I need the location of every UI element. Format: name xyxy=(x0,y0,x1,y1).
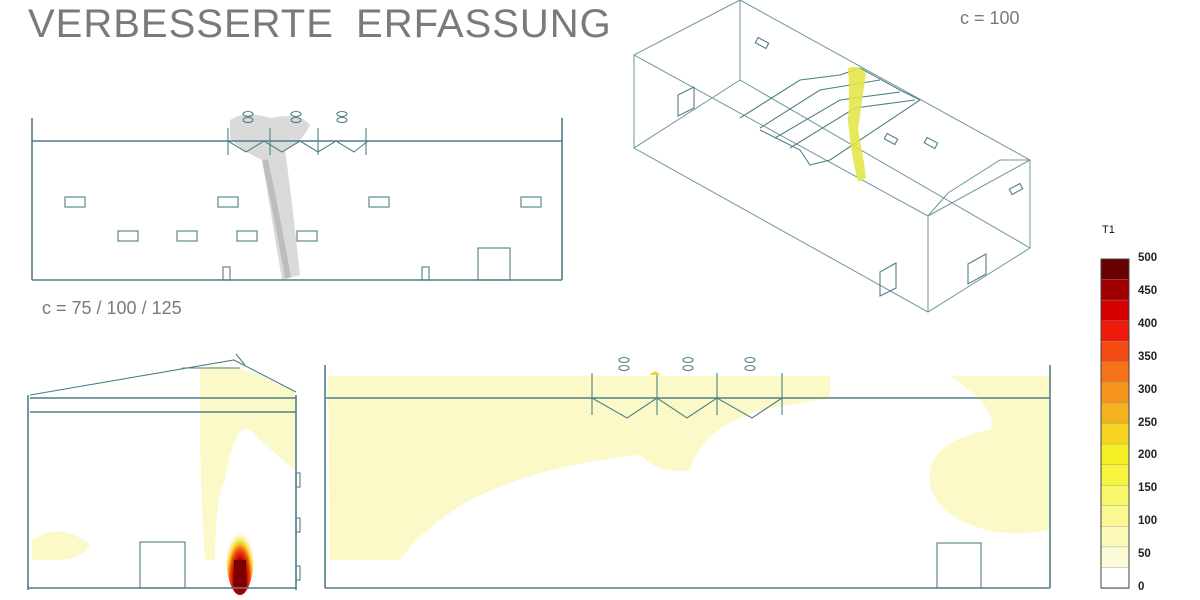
colorbar-swatch xyxy=(1100,505,1130,528)
colorbar-swatch xyxy=(1100,484,1130,507)
colorbar-swatch xyxy=(1100,443,1130,466)
colorbar-swatch xyxy=(1100,299,1130,322)
colorbar-swatch xyxy=(1100,382,1130,404)
colorbar-tick-label: 100 xyxy=(1138,515,1158,528)
smoke-plume-yellow xyxy=(848,66,866,182)
colorbar-tick-label: 500 xyxy=(1138,252,1158,264)
colorbar-swatch xyxy=(1100,464,1130,486)
label-middle: c = 75 / 100 / 125 xyxy=(42,298,182,318)
colorbar-swatch xyxy=(1100,258,1130,281)
colorbar-tick-label: 50 xyxy=(1138,548,1151,561)
colorbar-tick-label: 250 xyxy=(1138,416,1158,429)
colorbar-swatch xyxy=(1100,526,1130,548)
smoke-plume-gray xyxy=(230,114,310,280)
colorbar-title: T1 xyxy=(1102,224,1115,236)
colorbar-swatch xyxy=(1100,402,1130,425)
page-title: VERBESSERTE ERFASSUNG xyxy=(28,2,612,46)
colorbar-swatch xyxy=(1100,567,1130,589)
label-top-right: c = 100 xyxy=(960,8,1020,28)
colorbar-tick-label: 400 xyxy=(1138,317,1158,330)
colorbar-tick-label: 350 xyxy=(1138,350,1158,363)
colorbar-tick-label: 300 xyxy=(1138,383,1158,396)
colorbar-swatch xyxy=(1100,546,1130,569)
colorbar-tick-label: 200 xyxy=(1138,449,1158,462)
colorbar-swatch xyxy=(1100,279,1130,301)
colorbar-tick-label: 0 xyxy=(1138,581,1145,593)
colorbar-swatch xyxy=(1100,423,1130,445)
colorbar-swatch xyxy=(1100,361,1130,384)
colorbar-swatch xyxy=(1100,341,1130,363)
colorbar-tick-label: 150 xyxy=(1138,482,1158,495)
colorbar-tick-label: 450 xyxy=(1138,284,1158,297)
colorbar-swatch xyxy=(1100,320,1130,342)
